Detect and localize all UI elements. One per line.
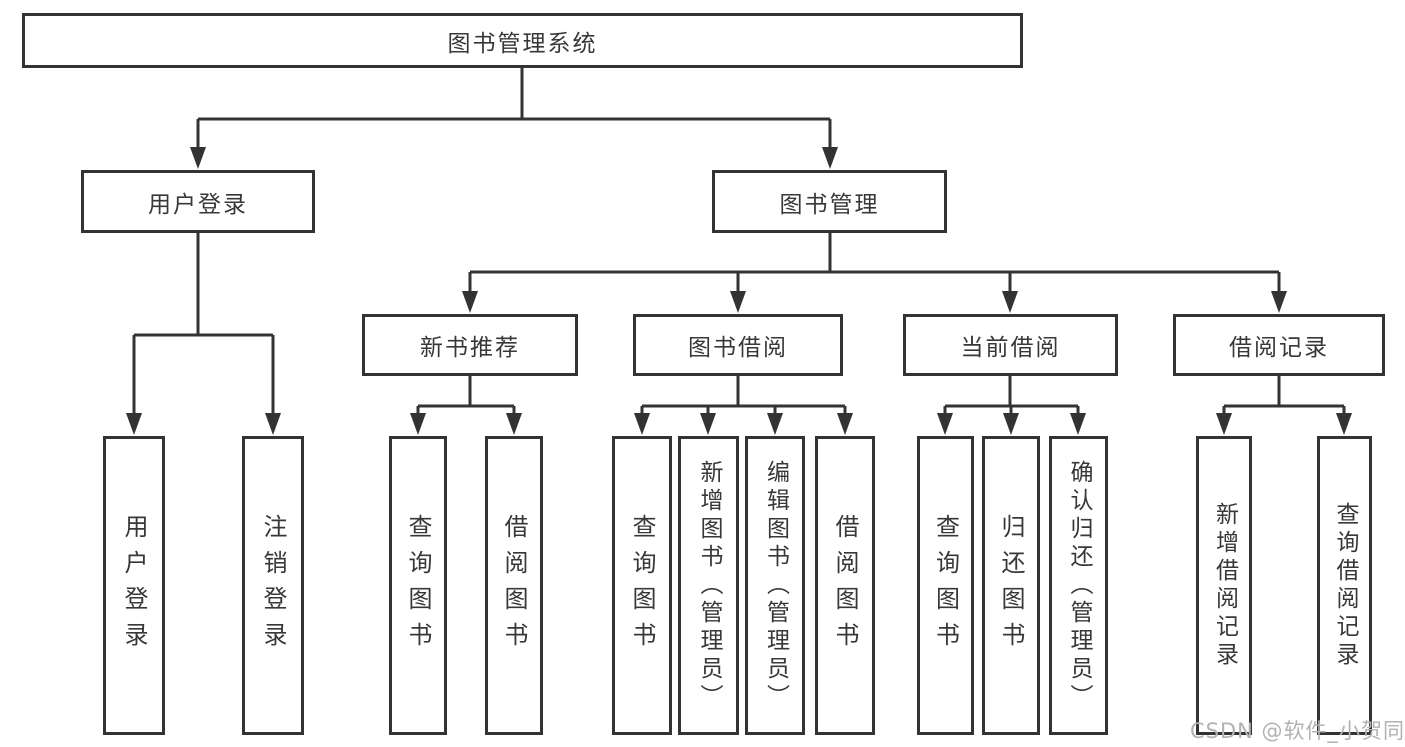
arrow-to-book-mgmt xyxy=(822,147,838,169)
arrow-to-nb-borrow xyxy=(506,413,522,435)
node-user-login: 用户登录 xyxy=(81,170,315,233)
node-library-system: 图书管理系统 xyxy=(22,13,1023,68)
node-label: 注销登录 xyxy=(259,513,287,658)
arrow-to-cl-confirm xyxy=(1070,413,1086,435)
node-leaf-add-books-admin: 新增图书（管理员） xyxy=(678,436,739,735)
csdn-watermark: CSDN @软件_小贺同学 xyxy=(1190,719,1405,743)
arrow-to-bb-edit xyxy=(767,413,783,435)
node-label: 查询图书 xyxy=(628,513,656,658)
arrow-to-lr-add xyxy=(1216,413,1232,435)
arrow-to-lr-query xyxy=(1336,413,1352,435)
node-leaf-confirm-return-admin: 确认归还（管理员） xyxy=(1049,436,1108,735)
arrow-to-bb-query xyxy=(634,413,650,435)
node-leaf-user-login: 用户登录 xyxy=(103,436,165,735)
arrow-to-bb-borrow xyxy=(837,413,853,435)
node-label: 图书管理 xyxy=(779,191,880,218)
node-leaf-borrow-books: 借阅图书 xyxy=(485,436,543,735)
node-label: 编辑图书（管理员） xyxy=(762,459,789,712)
node-label: 图书管理系统 xyxy=(447,30,598,57)
node-label: 图书借阅 xyxy=(688,335,788,361)
arrow-to-loan-records xyxy=(1271,291,1287,313)
node-label: 借阅图书 xyxy=(500,513,528,658)
node-new-book-recommend: 新书推荐 xyxy=(362,314,578,376)
node-label: 新书推荐 xyxy=(420,335,520,361)
node-label: 借阅记录 xyxy=(1229,335,1329,361)
node-label: 归还图书 xyxy=(997,513,1025,658)
node-leaf-edit-books-admin: 编辑图书（管理员） xyxy=(745,436,805,735)
node-current-borrowing: 当前借阅 xyxy=(903,314,1118,376)
arrowheads xyxy=(126,147,1352,435)
node-leaf-borrow-books: 借阅图书 xyxy=(815,436,875,735)
node-leaf-query-borrow-record: 查询借阅记录 xyxy=(1317,436,1372,735)
node-leaf-logout: 注销登录 xyxy=(242,436,304,735)
node-label: 新增图书（管理员） xyxy=(696,459,722,712)
node-book-borrowing: 图书借阅 xyxy=(633,314,843,376)
node-label: 借阅图书 xyxy=(831,513,859,658)
arrow-to-new-books xyxy=(462,291,478,313)
node-label: 当前借阅 xyxy=(960,335,1061,361)
node-label: 用户登录 xyxy=(120,513,148,658)
node-label: 新增借阅记录 xyxy=(1211,501,1238,670)
node-leaf-return-books: 归还图书 xyxy=(982,436,1040,735)
arrow-to-cl-return xyxy=(1003,413,1019,435)
arrow-to-nb-query xyxy=(410,413,426,435)
arrow-to-leaf-login xyxy=(126,413,142,435)
node-label: 查询图书 xyxy=(404,513,432,658)
node-label: 查询借阅记录 xyxy=(1332,501,1358,670)
arrow-to-cl-query xyxy=(937,413,953,435)
node-leaf-query-books: 查询图书 xyxy=(612,436,672,735)
node-label: 确认归还（管理员） xyxy=(1066,459,1092,712)
arrow-to-book-borrow xyxy=(730,291,746,313)
node-leaf-query-books: 查询图书 xyxy=(917,436,974,735)
arrow-to-current-loan xyxy=(1002,291,1018,313)
arrow-to-user-login xyxy=(190,147,206,169)
node-borrow-records: 借阅记录 xyxy=(1173,314,1385,376)
node-label: 用户登录 xyxy=(148,191,248,218)
node-leaf-query-books: 查询图书 xyxy=(389,436,447,735)
node-book-management: 图书管理 xyxy=(712,170,947,233)
arrow-to-bb-add xyxy=(700,413,716,435)
node-label: 查询图书 xyxy=(931,513,960,658)
arrow-to-leaf-logout xyxy=(265,413,281,435)
node-leaf-add-borrow-record: 新增借阅记录 xyxy=(1196,436,1252,735)
